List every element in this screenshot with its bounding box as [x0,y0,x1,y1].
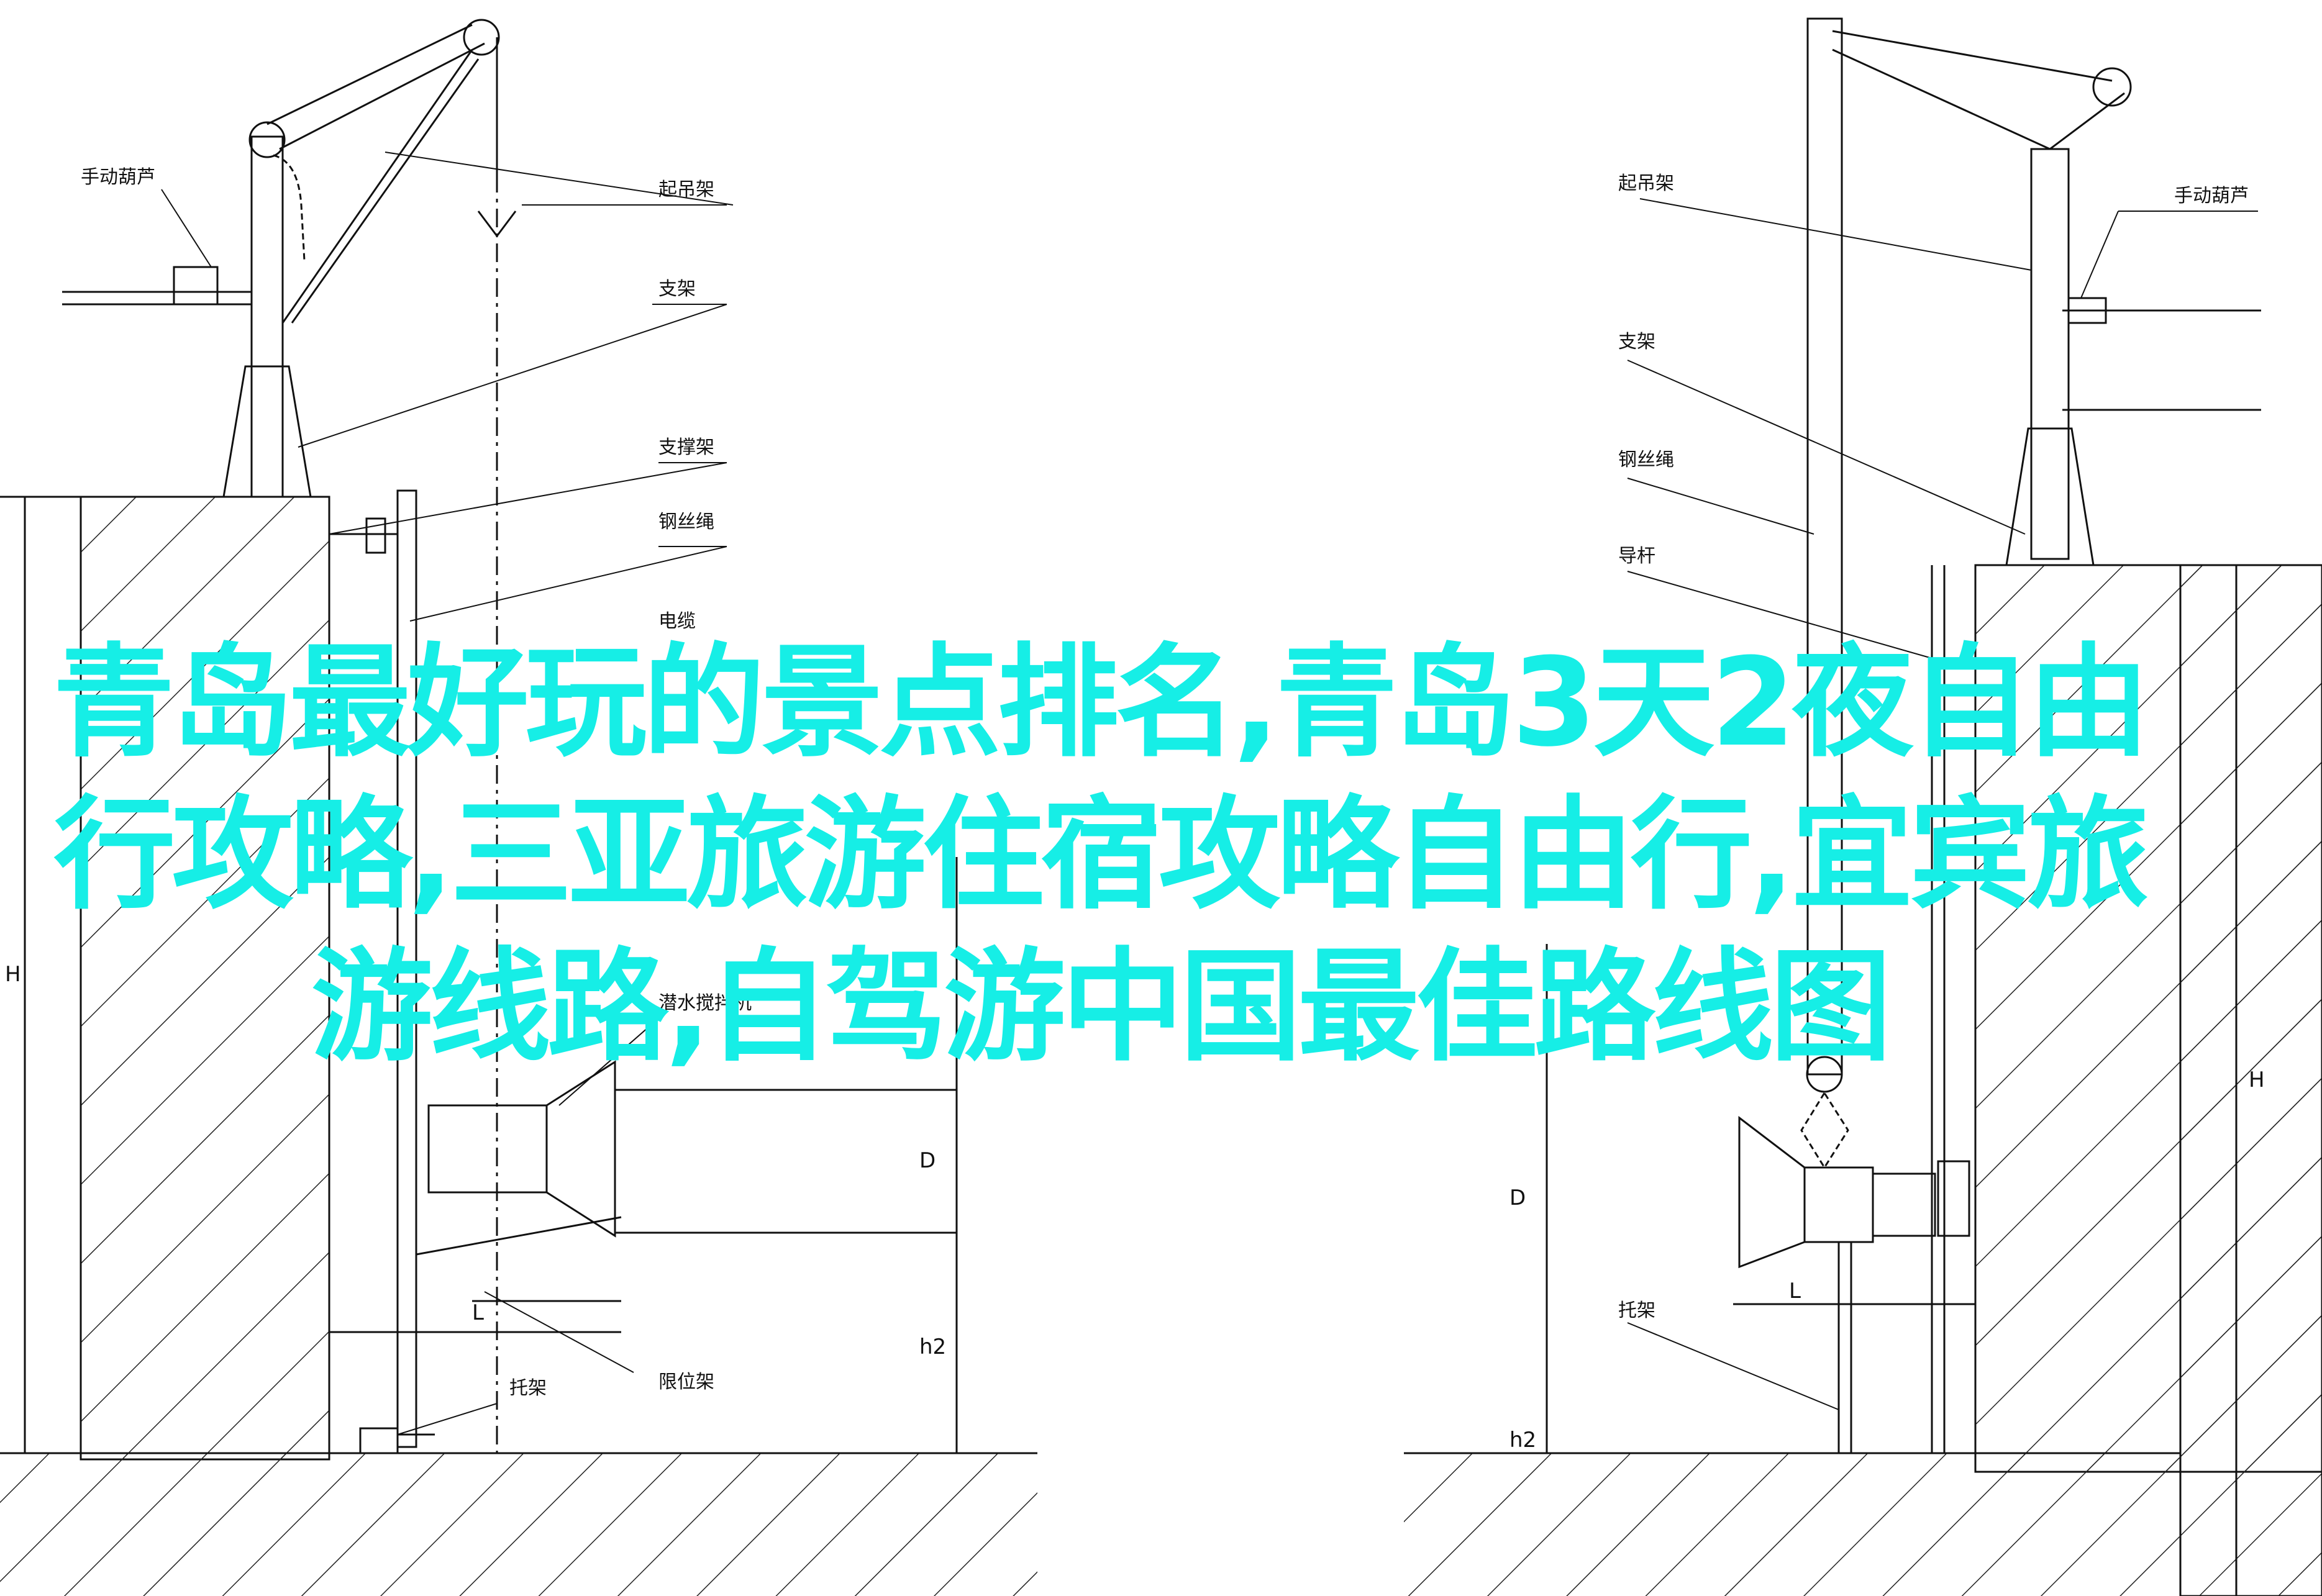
left-label-rope: 钢丝绳 [658,511,714,533]
left-label-cable: 电缆 [658,610,696,632]
overlay-title: 青岛最好玩的景点排名,青岛3天2夜自由行攻略,三亚旅游住宿攻略自由行,宜宾旅游线… [53,632,2149,1078]
right-label-crane: 起吊架 [1618,173,1674,194]
right-dim-height: H [2249,1068,2265,1092]
left-floor [0,1453,1037,1596]
right-crane-mast [2030,148,2070,560]
left-dim-height: H [5,962,21,987]
left-guide-bar [396,489,417,1448]
right-dim-length: L [1789,1279,1801,1304]
left-dim-length: L [472,1300,484,1325]
right-view [1404,17,2322,1596]
left-label-hoist: 手动葫芦 [81,166,155,188]
left-view [0,19,1037,1596]
right-label-support: 支架 [1618,331,1655,353]
left-label-brace: 支撑架 [658,437,714,458]
right-dim-depth: D [1509,1186,1526,1210]
left-crane-mast [250,135,284,498]
left-label-bracket: 托架 [509,1377,547,1399]
left-label-limit: 限位架 [658,1371,714,1393]
left-label-support: 支架 [658,278,696,300]
left-dim-depth: D [919,1148,936,1173]
left-crane-base [222,365,312,498]
left-label-crane: 起吊架 [658,179,714,201]
right-label-guide: 导杆 [1618,545,1655,567]
right-label-hoist: 手动葫芦 [2174,185,2249,207]
right-floor [1404,1453,2180,1596]
right-mixer-body [1803,1166,1874,1243]
left-label-mixer: 潜水搅拌机 [658,992,752,1014]
right-guide-pole [1806,17,1843,1076]
right-crane-base [2005,427,2095,566]
right-labels: 起吊架 手动葫芦 支架 钢丝绳 导杆 托架 H D L h2 [1509,173,2265,1453]
left-mixer-body [427,1104,548,1194]
right-dim-h2: h2 [1509,1428,1536,1453]
left-wall [80,496,330,1461]
right-label-rope: 钢丝绳 [1618,449,1674,471]
right-label-bracket: 托架 [1618,1300,1655,1322]
left-dim-h2: h2 [919,1335,946,1359]
left-labels: 手动葫芦 起吊架 支架 支撑架 钢丝绳 电缆 潜水搅拌机 托架 限位架 H D … [5,166,946,1399]
